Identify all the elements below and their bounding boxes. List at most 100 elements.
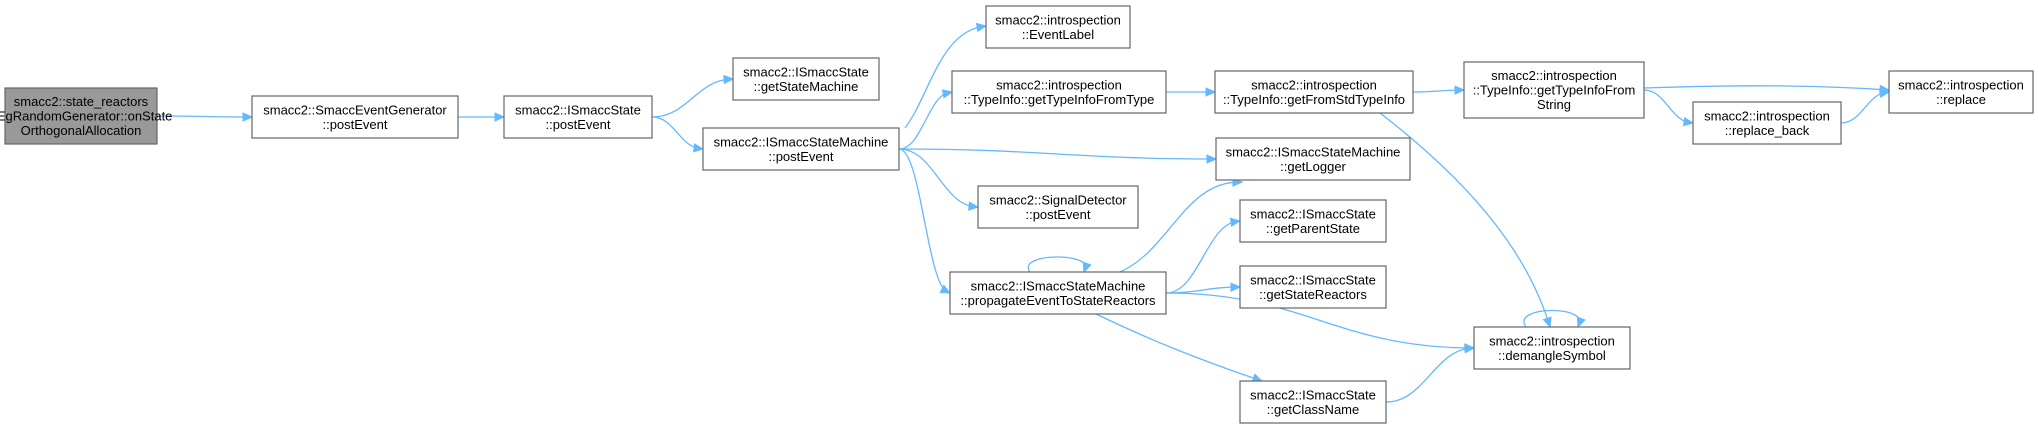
- edge-ismPost-to-eventLabel: [904, 22, 988, 129]
- edge-line: [898, 148, 979, 208]
- edge-line: [1643, 85, 1890, 91]
- node-label-line: ::postEvent: [545, 117, 610, 132]
- node-box: [1692, 101, 1842, 145]
- node-box: [503, 95, 653, 139]
- node-box: [1239, 380, 1387, 424]
- node-introspection-replace-back[interactable]: smacc2::introspection::replace_back: [1692, 101, 1842, 145]
- nodes-layer: smacc2::state_reactors::EgRandomGenerato…: [0, 5, 2034, 424]
- edge-arrowhead: [975, 22, 988, 33]
- node-label-line: ::TypeInfo::getTypeInfoFromType: [964, 92, 1155, 107]
- node-box: [985, 5, 1131, 49]
- edge-className-to-demangle: [1385, 343, 1476, 403]
- edge-line: [1095, 313, 1263, 382]
- edge-fromString-to-replace: [1643, 84, 1891, 95]
- node-ismacc-state-post-event[interactable]: smacc2::ISmaccState::postEvent: [503, 95, 653, 139]
- node-label-line: smacc2::ISmaccStateMachine: [1226, 144, 1401, 159]
- node-box: [1473, 326, 1631, 370]
- edge-ismPost-to-sigPost: [898, 148, 980, 211]
- node-label-line: String: [1537, 97, 1571, 112]
- edge-replaceBack-to-replace: [1840, 88, 1891, 124]
- node-label-line: ::TypeInfo::getTypeInfoFrom: [1473, 83, 1636, 98]
- edge-propagate-to-parentState: [1165, 217, 1242, 294]
- edge-arrowhead: [1230, 282, 1242, 292]
- edge-arrowhead: [494, 112, 506, 122]
- node-type-info-get-type-info-from-type[interactable]: smacc2::introspection::TypeInfo::getType…: [951, 70, 1167, 114]
- node-label-line: smacc2::ISmaccState: [743, 64, 869, 79]
- edge-propagate-to-propagate: [1027, 256, 1092, 274]
- edge-arrowhead: [939, 284, 952, 294]
- edge-line: [1027, 256, 1087, 273]
- node-label-line: smacc2::ISmaccState: [1250, 387, 1376, 402]
- node-label-line: ::getStateReactors: [1259, 287, 1367, 302]
- node-label-line: ::getStateMachine: [754, 79, 859, 94]
- node-box: [4, 87, 158, 145]
- node-label-line: smacc2::ISmaccStateMachine: [714, 134, 889, 149]
- node-label-line: smacc2::ISmaccStateMachine: [971, 278, 1146, 293]
- edge-arrowhead: [941, 89, 954, 99]
- edge-propagate-to-stateReactors: [1165, 282, 1242, 294]
- node-box: [949, 271, 1167, 315]
- edge-line: [1379, 112, 1551, 328]
- node-label-line: smacc2::ISmaccState: [1250, 206, 1376, 221]
- edge-arrowhead: [1454, 85, 1466, 95]
- node-box: [732, 57, 880, 101]
- node-label-line: smacc2::introspection: [996, 77, 1122, 92]
- edge-line: [898, 148, 951, 294]
- node-label-line: smacc2::SmaccEventGenerator: [263, 102, 447, 117]
- node-smacc-event-generator-post-event[interactable]: smacc2::SmaccEventGenerator::postEvent: [251, 95, 459, 139]
- node-box: [702, 127, 900, 171]
- node-box: [1215, 137, 1411, 181]
- node-ismacc-state-get-state-reactors[interactable]: smacc2::ISmaccState::getStateReactors: [1239, 265, 1387, 309]
- node-introspection-event-label[interactable]: smacc2::introspection::EventLabel: [985, 5, 1131, 49]
- node-box: [1214, 70, 1414, 114]
- edge-line: [1165, 292, 1475, 349]
- edge-propagate-to-className: [1095, 313, 1264, 383]
- node-label-line: smacc2::introspection: [1491, 68, 1617, 83]
- edge-line: [898, 91, 953, 150]
- node-label-line: ::getParentState: [1266, 221, 1360, 236]
- edge-fromType-to-fromStd: [1166, 87, 1217, 97]
- node-label-line: smacc2::introspection: [1704, 108, 1830, 123]
- edge-line: [904, 25, 987, 129]
- node-label-line: ::TypeInfo::getFromStdTypeInfo: [1223, 92, 1405, 107]
- node-ismacc-state-get-parent-state[interactable]: smacc2::ISmaccState::getParentState: [1239, 199, 1387, 243]
- node-ismacc-state-machine-get-logger[interactable]: smacc2::ISmaccStateMachine::getLogger: [1215, 137, 1411, 181]
- node-label-line: smacc2::introspection: [1489, 333, 1615, 348]
- edge-ismPost-to-getLogger: [898, 148, 1218, 164]
- edge-arrowhead: [1229, 217, 1242, 228]
- node-ismacc-state-get-class-name[interactable]: smacc2::ISmaccState::getClassName: [1239, 380, 1387, 424]
- edge-arrowhead: [1682, 116, 1695, 127]
- edge-arrowhead: [1082, 261, 1092, 274]
- node-label-line: ::postEvent: [322, 117, 387, 132]
- edge-fromStd-to-demangle: [1379, 112, 1552, 329]
- node-signal-detector-post-event[interactable]: smacc2::SignalDetector::postEvent: [977, 185, 1139, 229]
- edge-arrowhead: [693, 143, 705, 153]
- edge-isPost-to-isGetSM: [651, 74, 735, 118]
- node-type-info-get-from-std-type-info[interactable]: smacc2::introspection::TypeInfo::getFrom…: [1214, 70, 1414, 114]
- edge-arrowhead: [1206, 154, 1218, 164]
- node-label-line: OrthogonalAllocation: [21, 123, 142, 138]
- node-introspection-replace[interactable]: smacc2::introspection::replace: [1888, 70, 2034, 114]
- edge-line: [1385, 347, 1475, 403]
- node-box: [977, 185, 1139, 229]
- node-box: [1463, 61, 1645, 119]
- node-ismacc-state-get-state-machine[interactable]: smacc2::ISmaccState::getStateMachine: [732, 57, 880, 101]
- edge-line: [651, 78, 734, 118]
- edge-line: [1523, 309, 1581, 328]
- node-label-line: ::demangleSymbol: [1498, 348, 1606, 363]
- node-introspection-demangle-symbol[interactable]: smacc2::introspection::demangleSymbol: [1473, 326, 1631, 370]
- node-ismacc-state-machine-post-event[interactable]: smacc2::ISmaccStateMachine::postEvent: [702, 127, 900, 171]
- node-type-info-get-type-info-from-string[interactable]: smacc2::introspection::TypeInfo::getType…: [1463, 61, 1645, 119]
- node-label-line: smacc2::introspection: [1251, 77, 1377, 92]
- node-on-state-orthogonal-allocation[interactable]: smacc2::state_reactors::EgRandomGenerato…: [0, 87, 172, 145]
- edges-layer: [156, 22, 1891, 403]
- node-label-line: ::replace: [1936, 92, 1986, 107]
- edge-fromString-to-replaceBack: [1643, 89, 1695, 127]
- edge-arrowhead: [1576, 316, 1586, 329]
- edge-fromStd-to-fromString: [1412, 85, 1466, 95]
- edge-arrowhead: [1542, 316, 1552, 329]
- node-box: [1239, 265, 1387, 309]
- node-propagate-event-to-state-reactors[interactable]: smacc2::ISmaccStateMachine::propagateEve…: [949, 271, 1167, 315]
- node-label-line: ::propagateEventToStateReactors: [960, 293, 1156, 308]
